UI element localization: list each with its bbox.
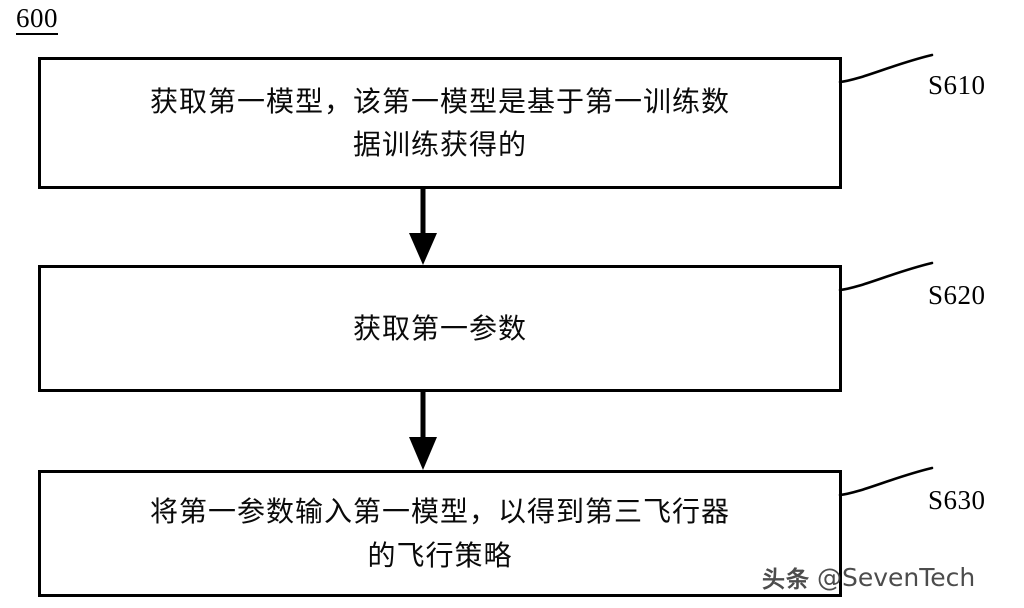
- process-box-s610: 获取第一模型，该第一模型是基于第一训练数 据训练获得的: [38, 57, 842, 189]
- leader-line-s610: [838, 53, 934, 84]
- leader-line-s620: [838, 261, 934, 292]
- connector-arrow-s610-s620: [409, 189, 437, 265]
- step-label-s630: S630: [928, 485, 986, 515]
- figure-number: 600: [16, 4, 58, 36]
- process-box-s620-text: 获取第一参数: [352, 311, 527, 345]
- leader-line-s630: [838, 466, 934, 497]
- process-box-s620: 获取第一参数: [38, 265, 842, 392]
- process-box-s630: 将第一参数输入第一模型，以得到第三飞行器 的飞行策略: [38, 470, 842, 597]
- step-label-s610: S610: [928, 70, 986, 100]
- process-box-s610-text: 获取第一模型，该第一模型是基于第一训练数 据训练获得的: [149, 84, 730, 161]
- process-box-s630-text: 将第一参数输入第一模型，以得到第三飞行器 的飞行策略: [149, 495, 730, 572]
- connector-arrow-s620-s630: [409, 392, 437, 470]
- step-label-s620: S620: [928, 280, 986, 310]
